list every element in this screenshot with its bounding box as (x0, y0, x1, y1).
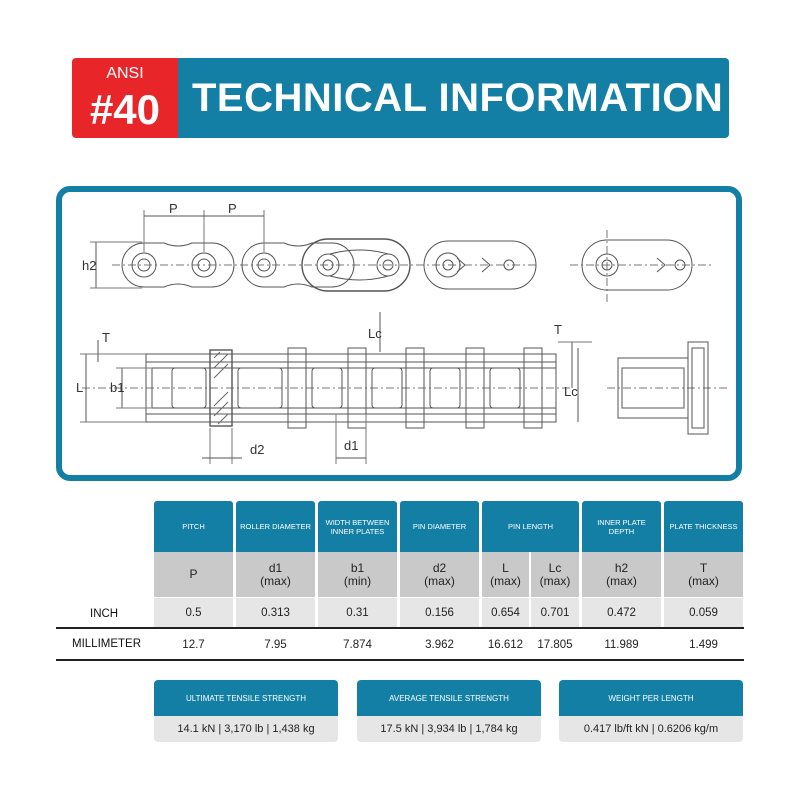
symbol-unit: (max) (424, 573, 455, 588)
symbol-text: d2 (432, 560, 447, 575)
table-cell: 11.989 (582, 630, 661, 659)
symbol-text: d1 (268, 560, 283, 575)
weight-per-length-box: WEIGHT PER LENGTH 0.417 lb/ft kN | 0.620… (559, 680, 743, 742)
symbol-roller-diameter: d1 (max) (236, 552, 315, 597)
table-cell: 0.701 (531, 598, 579, 627)
symbol-text: b1 (350, 560, 365, 575)
table-cell: 12.7 (154, 630, 233, 659)
symbol-text: L (502, 560, 509, 575)
label-t-top: T (554, 322, 562, 337)
average-tensile-strength-value: 17.5 kN | 3,934 lb | 1,784 kg (357, 716, 541, 742)
label-lc-top: Lc (368, 326, 382, 341)
weight-per-length-value: 0.417 lb/ft kN | 0.6206 kg/m (559, 716, 743, 742)
chain-drawing: P P h2 Lc T T L b1 Lc d2 d1 (56, 186, 742, 481)
symbol-text: P (189, 567, 198, 581)
symbol-pin-diameter: d2 (max) (400, 552, 479, 597)
table-cell: 0.654 (482, 598, 529, 627)
header-pitch: PITCH (154, 501, 233, 552)
label-lc-right: Lc (564, 384, 578, 399)
row-divider (56, 627, 744, 629)
symbol-pin-length-l: L (max) (482, 552, 529, 597)
label-t-left: T (102, 330, 110, 345)
table-cell: 0.5 (154, 598, 233, 627)
symbol-unit: (max) (490, 573, 521, 588)
symbol-unit: (max) (688, 573, 719, 588)
symbol-pitch: P (154, 552, 233, 597)
label-h2: h2 (82, 258, 96, 273)
ultimate-tensile-strength-box: ULTIMATE TENSILE STRENGTH 14.1 kN | 3,17… (154, 680, 338, 742)
symbol-width-between-plates: b1 (min) (318, 552, 397, 597)
label-d1: d1 (344, 438, 358, 453)
table-cell: 0.313 (236, 598, 315, 627)
table-cell: 7.874 (318, 630, 397, 659)
page-title: TECHNICAL INFORMATION (192, 76, 724, 120)
ultimate-tensile-strength-label: ULTIMATE TENSILE STRENGTH (154, 680, 338, 716)
row-divider (56, 659, 744, 661)
table-cell: 0.472 (582, 598, 661, 627)
table-cell: 0.156 (400, 598, 479, 627)
title-banner: ANSI #40 TECHNICAL INFORMATION (72, 58, 729, 138)
chain-plan-view (80, 312, 592, 464)
chain-side-view (90, 210, 537, 292)
table-cell: 16.612 (482, 630, 529, 659)
symbol-unit: (max) (606, 573, 637, 588)
row-label-millimeter: MILLIMETER (72, 638, 142, 650)
symbol-unit: (max) (260, 573, 291, 588)
ultimate-tensile-strength-value: 14.1 kN | 3,170 lb | 1,438 kg (154, 716, 338, 742)
symbol-inner-plate-depth: h2 (max) (582, 552, 661, 597)
average-tensile-strength-box: AVERAGE TENSILE STRENGTH 17.5 kN | 3,934… (357, 680, 541, 742)
header-plate-thickness: PLATE THICKNESS (664, 501, 743, 552)
ansi-badge: ANSI #40 (72, 58, 178, 138)
symbol-text: Lc (548, 560, 562, 575)
chain-end-link (570, 230, 712, 302)
header-roller-diameter: ROLLER DIAMETER (236, 501, 315, 552)
chain-diagram-svg: P P h2 Lc T T L b1 Lc d2 d1 (76, 201, 727, 464)
table-cell: 3.962 (400, 630, 479, 659)
table-cell: 0.31 (318, 598, 397, 627)
table-cell: 7.95 (236, 630, 315, 659)
title-box: TECHNICAL INFORMATION (178, 58, 729, 138)
label-d2: d2 (250, 442, 264, 457)
average-tensile-strength-label: AVERAGE TENSILE STRENGTH (357, 680, 541, 716)
symbol-text: h2 (614, 560, 629, 575)
row-label-inch: INCH (90, 608, 119, 620)
symbol-plate-thickness: T (max) (664, 552, 743, 597)
label-b1: b1 (110, 380, 124, 395)
ansi-number: #40 (89, 86, 161, 133)
symbol-unit: (min) (343, 573, 372, 588)
header-pin-diameter: PIN DIAMETER (400, 501, 479, 552)
ansi-label: ANSI (106, 65, 144, 82)
weight-per-length-label: WEIGHT PER LENGTH (559, 680, 743, 716)
table-cell: 0.059 (664, 598, 743, 627)
header-width-between-plates: WIDTH BETWEEN INNER PLATES (318, 501, 397, 552)
table-cell: 17.805 (531, 630, 579, 659)
chain-end-plan (607, 341, 727, 435)
label-p1: P (169, 201, 178, 216)
header-pin-length: PIN LENGTH (482, 501, 579, 552)
label-l: L (76, 380, 83, 395)
symbol-text: T (699, 560, 708, 575)
header-inner-plate-depth: INNER PLATE DEPTH (582, 501, 661, 552)
symbol-unit: (max) (539, 573, 571, 588)
table-cell: 1.499 (664, 630, 743, 659)
symbol-pin-length-lc: Lc (max) (531, 552, 579, 597)
label-p2: P (228, 201, 237, 216)
